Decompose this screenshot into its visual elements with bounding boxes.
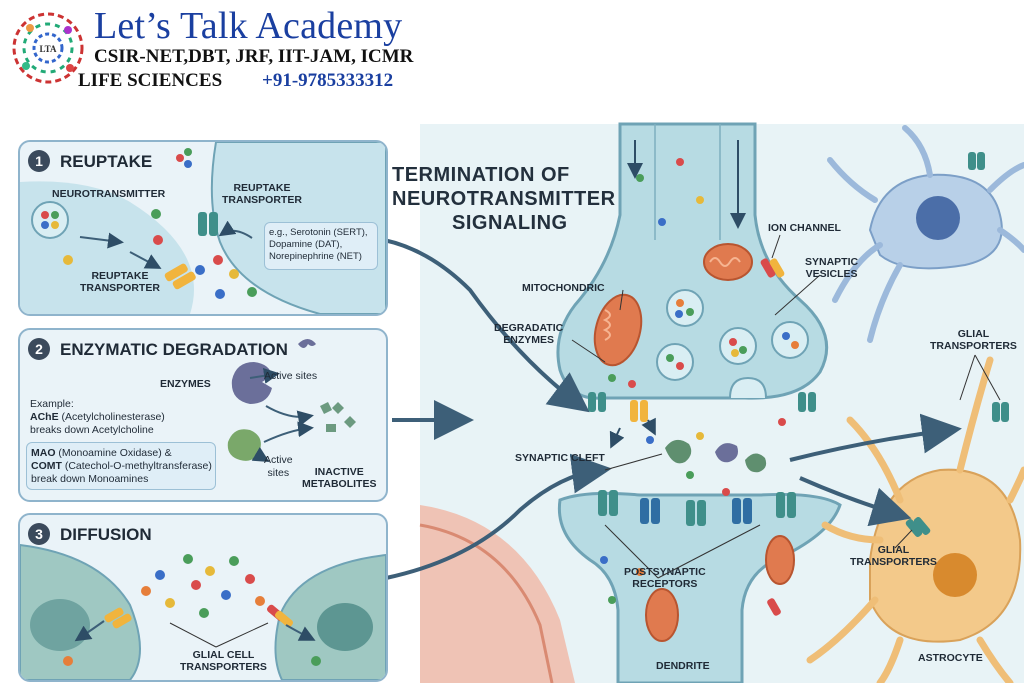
astrocyte-nucleus xyxy=(933,553,977,597)
logo-emblem-icon: LTA xyxy=(12,12,84,84)
synaptic-vesicles xyxy=(656,289,809,381)
mitochondrion-left xyxy=(593,293,643,367)
postsynaptic-receptors xyxy=(598,490,796,526)
label-enzymes: ENZYMES xyxy=(160,378,211,390)
diffusion-illustration xyxy=(20,543,386,680)
blood-vessel xyxy=(420,505,575,683)
label-mitochondric: MITOCHONDRIC xyxy=(522,282,605,294)
mitochondrion-dendrite xyxy=(645,535,795,642)
mao-comt-box: MAO (Monoamine Oxidase) & COMT (Catechol… xyxy=(26,442,216,490)
exam-list: CSIR-NET,DBT, JRF, IIT-JAM, ICMR xyxy=(94,46,414,67)
enzymatic-illustration xyxy=(227,339,356,463)
label-neurotransmitter: NEUROTRANSMITTER xyxy=(52,188,166,200)
label-astrocyte: ASTROCYTE xyxy=(918,652,983,664)
ache-example: Example: AChE (Acetylcholinesterase) bre… xyxy=(30,398,165,436)
diagram-title: TERMINATION OF NEUROTRANSMITTER SIGNALIN… xyxy=(392,164,616,234)
diffusion-number-badge: 3 xyxy=(28,523,50,545)
reuptake-examples-box: e.g., Serotonin (SERT), Dopamine (DAT), … xyxy=(264,222,378,270)
enzymatic-title: ENZYMATIC DEGRADATION xyxy=(60,340,288,359)
label-synaptic-cleft: SYNAPTIC CLEFT xyxy=(515,452,605,464)
mitochondrion-right xyxy=(703,243,753,281)
academy-title: Let’s Talk Academy xyxy=(94,5,403,47)
phone-number: +91-9785333312 xyxy=(262,70,394,91)
enzymatic-number-badge: 2 xyxy=(28,338,50,360)
label-ion-channel: ION CHANNEL xyxy=(768,222,841,234)
vesicle-contents xyxy=(666,299,799,370)
cleft-enzymes xyxy=(665,439,767,473)
academy-logo: LTA xyxy=(8,8,88,88)
reuptake-number-badge: 1 xyxy=(28,150,50,172)
panel-enzymatic-degradation: 2 ENZYMATIC DEGRADATION ENZYMES Active s… xyxy=(18,328,388,502)
flow-arrows xyxy=(383,238,962,580)
subject-label: LIFE SCIENCES xyxy=(78,70,223,91)
presynaptic-transporters xyxy=(588,258,816,422)
glial-transporter-markers xyxy=(767,152,1009,616)
diffusion-title: DIFFUSION xyxy=(60,525,152,544)
svg-text:LTA: LTA xyxy=(39,44,57,54)
reuptake-title: REUPTAKE xyxy=(60,152,153,171)
label-active-sites-top: Active sites xyxy=(264,370,318,382)
label-dendrite: DENDRITE xyxy=(656,660,710,672)
neuron-nucleus xyxy=(916,196,960,240)
